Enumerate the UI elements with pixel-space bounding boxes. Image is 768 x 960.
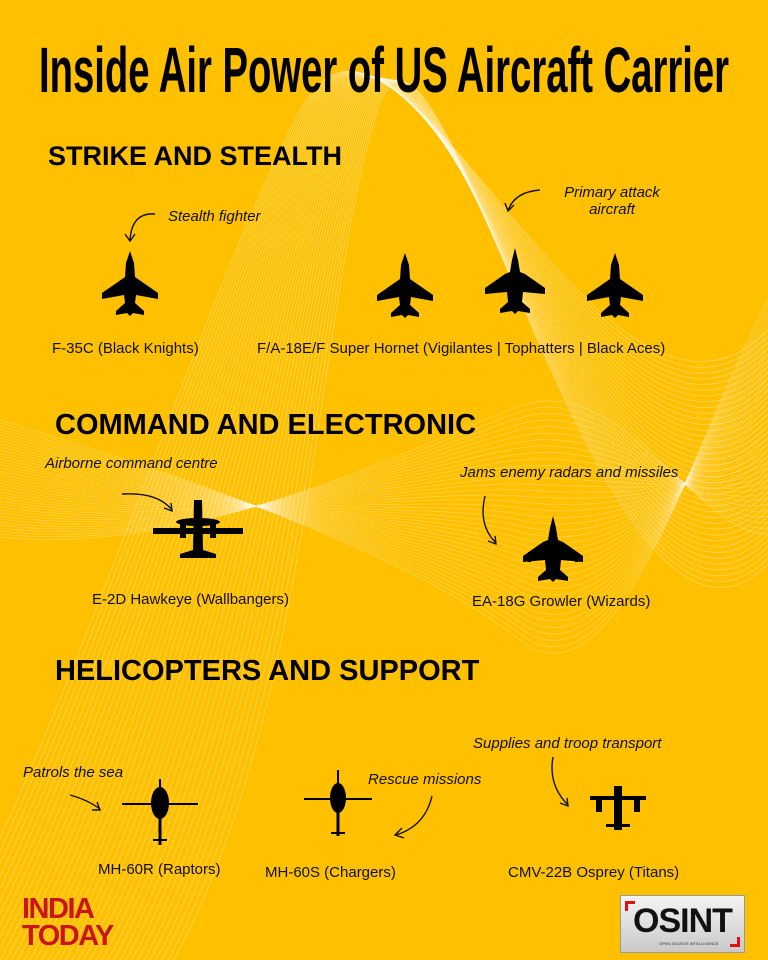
f35c-aircraft-icon: [102, 251, 158, 316]
label-mh60s: MH-60S (Chargers): [265, 864, 396, 881]
page-title: Inside Air Power of US Aircraft Carrier: [39, 34, 729, 100]
arrow-icon: [69, 794, 102, 811]
section-heading-strike: STRIKE AND STEALTH: [48, 141, 342, 171]
label-ea18g: EA-18G Growler (Wizards): [472, 593, 651, 610]
section-heading-helicopters: HELICOPTERS AND SUPPORT: [55, 655, 480, 687]
super-hornet-aircraft-icon: [587, 253, 643, 318]
osint-logo: OSINT OPEN SOURCE INTELLIGENCE: [620, 895, 745, 953]
svg-text:Inside Air Power of US Aircraf: Inside Air Power of US Aircraft Carrier: [39, 34, 729, 100]
note-supplies-transport: Supplies and troop transport: [473, 735, 662, 752]
arrow-icon: [124, 213, 156, 243]
label-e2d: E-2D Hawkeye (Wallbangers): [92, 591, 290, 608]
label-mh60r: MH-60R (Raptors): [98, 861, 221, 878]
arrow-icon: [551, 756, 569, 808]
logo-corner: [625, 901, 635, 911]
arrow-icon: [121, 493, 173, 513]
note-airborne-command: Airborne command centre: [45, 455, 218, 472]
ea18g-growler-aircraft-icon: [523, 516, 583, 582]
arrow-icon: [393, 795, 433, 839]
label-f35c: F-35C (Black Knights): [52, 340, 199, 357]
mh60r-helicopter-icon: [122, 779, 198, 845]
logo-corner: [730, 937, 740, 947]
note-patrols-sea: Patrols the sea: [23, 764, 124, 781]
label-cmv22b: CMV-22B Osprey (Titans): [508, 864, 680, 881]
e2d-hawkeye-aircraft-icon: [153, 500, 243, 558]
section-heading-command: COMMAND AND ELECTRONIC: [55, 409, 477, 441]
super-hornet-aircraft-icon: [377, 253, 433, 318]
mh60s-helicopter-icon: [304, 770, 372, 836]
cmv22b-osprey-icon: [590, 786, 646, 830]
note-rescue-missions: Rescue missions: [368, 771, 482, 788]
note-stealth-fighter: Stealth fighter: [168, 208, 261, 225]
arrow-icon: [482, 495, 497, 546]
label-fa18ef: F/A-18E/F Super Hornet (Vigilantes | Top…: [257, 340, 666, 357]
super-hornet-aircraft-icon: [485, 248, 545, 314]
arrow-icon: [504, 189, 541, 213]
note-jams-radars: Jams enemy radars and missiles: [460, 464, 679, 481]
